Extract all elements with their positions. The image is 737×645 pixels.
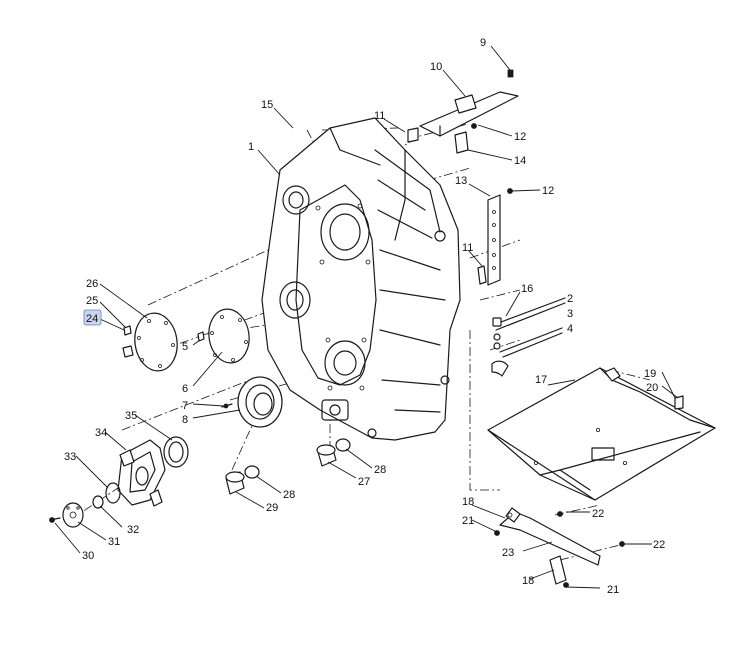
callout-28-left: 28	[283, 489, 295, 501]
callout-22-upper: 22	[592, 508, 604, 520]
top-bracket-assembly	[407, 69, 519, 194]
callout-18-bottom: 18	[522, 575, 534, 587]
callout-labels: 1 2 3 4 5 6 7 8 9 10 11 11 12 12 13 14 1…	[64, 37, 665, 596]
callout-11-top: 11	[374, 110, 385, 122]
side-plate-assembly	[477, 194, 501, 286]
callout-4: 4	[567, 323, 573, 335]
callout-28-right: 28	[374, 464, 386, 476]
callout-5: 5	[182, 341, 188, 353]
callout-22-lower: 22	[653, 539, 665, 551]
callout-34: 34	[95, 427, 107, 439]
callout-10: 10	[430, 61, 442, 73]
plug-assembly	[225, 438, 351, 495]
callout-3: 3	[567, 308, 573, 320]
callout-21-left: 21	[462, 515, 474, 527]
callout-29: 29	[266, 502, 278, 514]
callout-24-highlight	[83, 309, 102, 326]
callout-12-top: 12	[514, 131, 526, 143]
callout-32: 32	[127, 524, 139, 536]
callout-13: 13	[455, 175, 467, 187]
callout-26: 26	[86, 278, 98, 290]
callout-31: 31	[108, 536, 120, 548]
callout-7: 7	[182, 400, 188, 412]
callout-35: 35	[125, 410, 137, 422]
callout-11-side: 11	[462, 242, 473, 254]
callout-8: 8	[182, 414, 188, 426]
callout-33: 33	[64, 451, 76, 463]
leader-lines	[54, 45, 679, 589]
mounting-bracket	[494, 507, 625, 588]
callout-23: 23	[502, 547, 514, 559]
yoke-assembly	[49, 439, 166, 528]
callout-25: 25	[86, 295, 98, 307]
callout-18-top: 18	[462, 496, 474, 508]
callout-14: 14	[514, 155, 526, 167]
guard-plate	[487, 367, 716, 501]
callout-30: 30	[82, 550, 94, 562]
callout-1: 1	[248, 141, 254, 153]
callout-12-side: 12	[542, 185, 554, 197]
callout-15: 15	[261, 99, 273, 111]
transmission-housing	[261, 117, 461, 441]
callout-24: 24	[86, 313, 98, 325]
callout-9: 9	[480, 37, 486, 49]
callout-20: 20	[646, 382, 658, 394]
callout-21-bottom: 21	[607, 584, 619, 596]
seal-bearing-assembly	[163, 376, 283, 468]
left-cover-assembly	[122, 308, 250, 372]
callout-19: 19	[644, 368, 656, 380]
callout-6: 6	[182, 383, 188, 395]
callout-17: 17	[535, 374, 547, 386]
callout-27: 27	[358, 476, 370, 488]
tube-assembly	[491, 297, 566, 377]
callout-2: 2	[567, 293, 573, 305]
callout-16: 16	[521, 283, 533, 295]
